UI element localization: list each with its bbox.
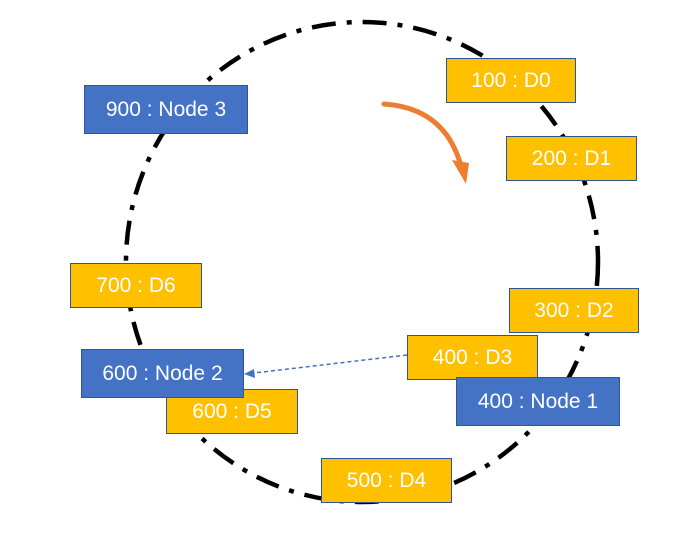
lookup-arrow (253, 354, 408, 374)
node-label-1: 400 : Node 1 (477, 389, 599, 413)
data-label-d1: 200 : D1 (531, 146, 612, 170)
data-box-d1: 200 : D1 (506, 136, 637, 181)
node-label-2: 600 : Node 2 (102, 361, 223, 385)
data-label-d0: 100 : D0 (471, 68, 551, 92)
data-box-d2: 300 : D2 (509, 288, 639, 333)
node-box-2: 600 : Node 2 (81, 349, 244, 398)
node-box-1: 400 : Node 1 (456, 377, 620, 426)
data-label-d3: 400 : D3 (432, 345, 513, 369)
data-label-d5: 600 : D5 (192, 399, 272, 423)
data-label-d2: 300 : D2 (534, 298, 614, 322)
rotation-arrow (381, 101, 464, 169)
data-box-d6: 700 : D6 (70, 263, 202, 308)
data-box-d0: 100 : D0 (446, 58, 576, 103)
data-box-d3: 400 : D3 (407, 335, 538, 380)
data-box-d4: 500 : D4 (321, 458, 452, 503)
rotation-arrow-head-shape (452, 160, 469, 184)
lookup-arrow-head (244, 369, 255, 378)
node-label-3: 900 : Node 3 (105, 97, 227, 121)
node-box-3: 900 : Node 3 (84, 85, 248, 134)
data-label-d6: 700 : D6 (96, 273, 176, 297)
data-label-d4: 500 : D4 (346, 468, 427, 492)
